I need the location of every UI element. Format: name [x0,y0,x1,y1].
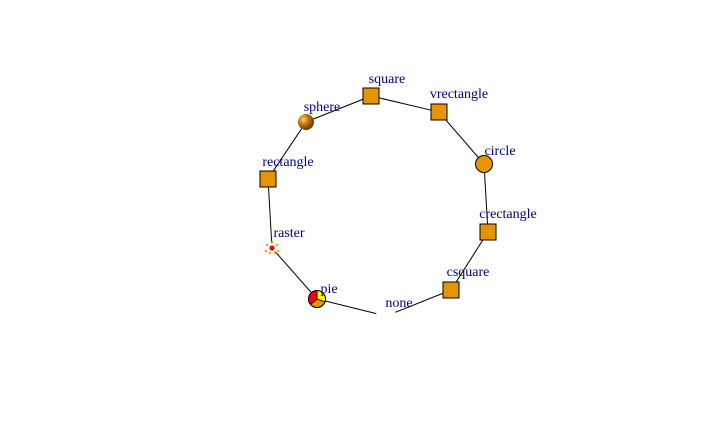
nodes-layer [259,87,497,308]
circle-shape [475,155,493,173]
edge-pie-none [324,300,377,315]
raster-pixel [273,251,277,255]
csquare-shape [442,281,460,299]
pie-outline [308,290,326,308]
edge-circle-vrectangle [443,117,480,159]
sphere-shape [298,114,314,130]
labels-layer: none csquare crectangle circle vrectangle squ… [262,72,536,311]
raster-pixel [264,249,268,253]
node-label-csquare: csquare [447,265,490,280]
node-label-square: square [369,72,406,87]
node-pie[interactable] [308,290,326,308]
node-crectangle[interactable] [479,223,497,241]
node-raster[interactable] [264,240,280,255]
node-rectangle[interactable] [259,170,277,188]
edges-layer [268,97,488,315]
node-label-crectangle: crectangle [479,207,537,222]
edge-crectangle-circle [484,171,488,225]
crectangle-shape [479,223,497,241]
node-csquare[interactable] [442,281,460,299]
node-label-sphere: sphere [304,100,341,115]
node-label-circle: circle [484,144,515,159]
edge-square-sphere [313,98,364,120]
raster-pixel [270,240,274,244]
edge-sphere-rectangle [271,128,303,173]
square-shape [362,87,380,105]
edge-none-csquare [395,292,444,313]
node-sphere[interactable] [298,114,314,130]
node-label-rectangle: rectangle [262,155,313,170]
node-label-vrectangle: vrectangle [430,87,488,102]
edge-vrectangle-square [378,97,432,111]
raster-pixel [275,243,279,247]
edge-raster-pie [274,251,313,294]
raster-pixel [268,251,272,255]
node-vrectangle[interactable] [430,103,448,121]
node-circle[interactable] [475,155,493,173]
node-label-raster: raster [273,226,304,241]
raster-pixel [265,243,269,247]
rectangle-shape [259,170,277,188]
node-square[interactable] [362,87,380,105]
vrectangle-shape [430,103,448,121]
node-label-none: none [385,296,412,311]
edge-rectangle-raster [268,186,273,244]
raster-center [269,245,275,251]
raster-pixel [276,249,280,253]
node-label-pie: pie [320,282,337,297]
edge-csquare-crectangle [454,238,485,284]
